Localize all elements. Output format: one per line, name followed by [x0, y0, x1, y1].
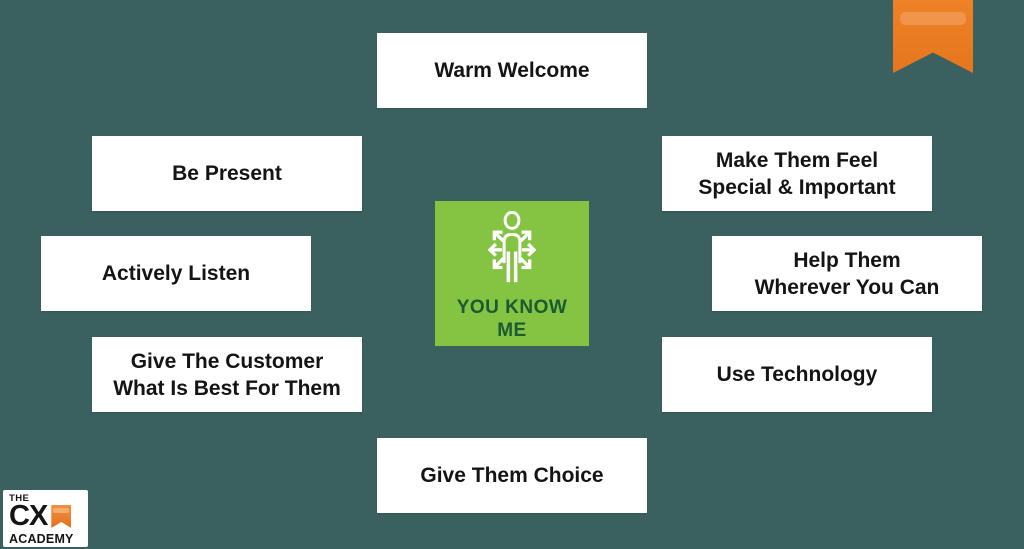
card-make-them-feel-special: Make Them Feel Special & Important — [662, 136, 932, 211]
logo-text-cx: CX — [9, 500, 48, 532]
center-label: YOU KNOW ME — [456, 297, 568, 341]
logo-text-academy: ACADEMY — [9, 532, 74, 546]
card-give-the-customer-what-is-best: Give The Customer What Is Best For Them — [92, 337, 362, 412]
card-label: Be Present — [172, 162, 282, 185]
logo-row: CX — [9, 500, 88, 532]
card-label: Give The Customer What Is Best For Them — [113, 349, 341, 400]
card-label: Actively Listen — [101, 262, 251, 285]
card-give-them-choice: Give Them Choice — [377, 438, 647, 513]
card-label: Make Them Feel Special & Important — [698, 148, 896, 199]
card-label: Help Them Wherever You Can — [754, 248, 940, 299]
cx-academy-logo: THE CX ACADEMY — [3, 490, 88, 547]
logo-bookmark-icon — [51, 505, 72, 528]
card-actively-listen: Actively Listen — [41, 236, 311, 311]
card-use-technology: Use Technology — [662, 337, 932, 412]
center-you-know-me-box: YOU KNOW ME — [435, 201, 589, 346]
logo-text-the: THE — [9, 493, 30, 504]
person-outward-arrows-icon — [487, 210, 537, 283]
card-be-present: Be Present — [92, 136, 362, 211]
card-label: Warm Welcome — [434, 59, 590, 82]
card-warm-welcome: Warm Welcome — [377, 33, 647, 108]
logo-bookmark-stripe — [53, 508, 70, 513]
card-help-them-wherever-you-can: Help Them Wherever You Can — [712, 236, 982, 311]
bookmark-ribbon-stripe — [900, 12, 966, 25]
bookmark-ribbon-icon — [893, 0, 973, 73]
card-label: Give Them Choice — [420, 464, 604, 487]
card-label: Use Technology — [716, 363, 878, 386]
